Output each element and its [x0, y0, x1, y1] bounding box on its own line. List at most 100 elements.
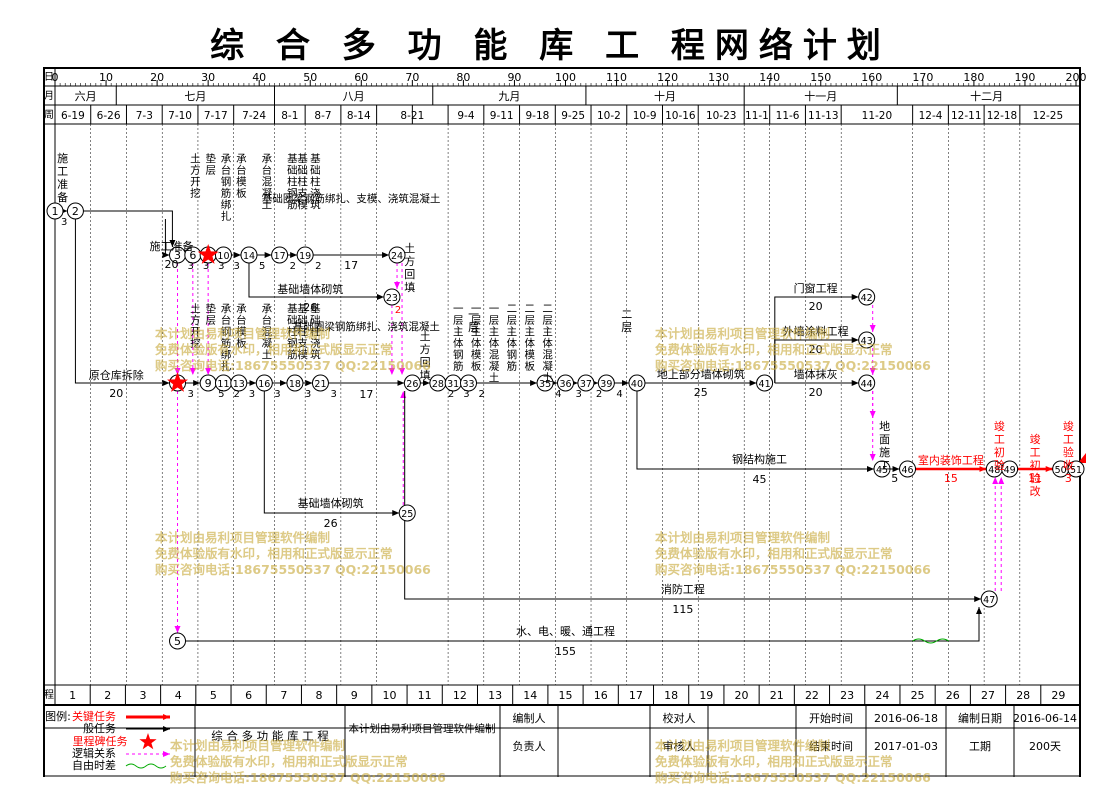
week-label: 8-14 [347, 110, 371, 122]
vertical-char: 础 [287, 165, 298, 177]
node-number: 43 [861, 336, 873, 347]
vertical-char: 层 [621, 321, 632, 334]
arrow-14-23 [248, 263, 384, 300]
vertical-char: 模 [236, 326, 247, 338]
week-label: 10-16 [665, 110, 696, 122]
month-row-label: 月 [44, 90, 54, 102]
legend-label: 图例: [45, 709, 71, 723]
node-circle [597, 374, 615, 392]
small-duration: 3 [188, 389, 194, 400]
task-label: 门窗工程 [794, 281, 838, 295]
vertical-char: 承 [221, 153, 232, 165]
page-title: 综 合 多 功 能 库 工 程网络计划 [210, 26, 891, 66]
footer-date-value: 2016-06-14 [1013, 712, 1077, 725]
node-25: 25 [398, 504, 416, 522]
vertical-char: 台 [262, 314, 273, 327]
node-number: 16 [258, 379, 270, 390]
vertical-char: 浇 [310, 337, 321, 350]
vertical-char: 土 [542, 371, 553, 384]
small-duration: 2 [233, 389, 239, 400]
task-label: 水、电、暖、通工程 [516, 625, 615, 638]
node-51: 51 [1067, 460, 1085, 478]
small-duration: 4 [616, 389, 622, 400]
vertical-char: 柱 [287, 325, 298, 338]
week-label: 8-7 [314, 110, 331, 122]
scale-tick: 20 [150, 71, 164, 84]
scale-tick: 70 [405, 71, 419, 84]
vertical-char: 台 [236, 164, 247, 177]
vertical-char: 方 [190, 314, 201, 327]
vertical-char: 地 [879, 420, 890, 433]
vertical-char: 层 [542, 315, 553, 327]
vertical-char: 土 [489, 371, 500, 384]
vertical-char: 台 [262, 164, 273, 177]
legend-normal: 一般任务 [72, 722, 116, 735]
vertical-char: 一 [453, 303, 464, 315]
vertical-char: 凝 [262, 188, 273, 200]
vertical-char: 层 [525, 315, 536, 327]
node-number: 3 [174, 249, 181, 262]
footer-start-label: 开始时间 [809, 711, 853, 725]
scale-tick: 110 [606, 71, 627, 84]
vertical-char: 台 [236, 314, 247, 327]
vertical-char: 承 [236, 303, 247, 315]
week-label: 12-4 [919, 110, 943, 122]
node-circle [628, 374, 646, 392]
vertical-char: 础 [310, 315, 321, 327]
bottom-scale-label: 16 [594, 689, 608, 702]
small-duration: 3 [463, 389, 469, 400]
task-label: 外墙涂料工程 [783, 324, 849, 338]
node-number: 26 [406, 379, 418, 390]
scale-tick: 50 [303, 71, 317, 84]
vertical-char: 基 [297, 152, 308, 165]
scale-tick: 60 [354, 71, 368, 84]
small-duration: 3 [203, 261, 209, 272]
small-duration: 3 [576, 389, 582, 400]
small-duration: 2 [596, 389, 602, 400]
node-35: 35 [536, 374, 554, 392]
vertical-char: 模 [525, 349, 536, 361]
vertical-char: 扎 [221, 210, 232, 223]
bottom-scale-label: 26 [946, 689, 960, 702]
node-number: 9 [205, 377, 212, 390]
legend-star-icon [139, 733, 157, 750]
arrow-40-45 [636, 391, 875, 472]
vertical-char: 方 [190, 164, 201, 177]
node-42: 42 [858, 288, 876, 306]
month-label: 十月 [654, 89, 676, 103]
bottom-scale-label: 7 [280, 689, 287, 702]
week-label: 8-1 [281, 110, 298, 122]
node-24: 24 [388, 246, 406, 264]
vertical-char: 钢 [287, 187, 298, 200]
bottom-scale-label: 27 [981, 689, 995, 702]
footer-reviewer-label: 校对人 [663, 711, 696, 725]
vertical-char: 板 [236, 187, 247, 200]
task-duration: 45 [752, 473, 766, 486]
vertical-char: 基 [310, 302, 321, 315]
node-5: 5 [169, 632, 187, 650]
bottom-scale-label: 14 [523, 689, 537, 702]
vertical-char: 基 [310, 152, 321, 165]
vertical-char: 混 [262, 326, 273, 338]
node-circle [296, 246, 314, 264]
node-46: 46 [899, 460, 917, 478]
week-label: 11-20 [862, 110, 893, 122]
bottom-scale-label: 10 [382, 689, 396, 702]
vertical-char: 二 [525, 303, 536, 315]
footer-period-value: 200天 [1029, 740, 1061, 753]
node-44: 44 [858, 374, 876, 392]
node-circle [286, 374, 304, 392]
arrow-26-47 [404, 391, 982, 602]
vertical-char: 方 [404, 254, 415, 268]
vertical-char: 土 [262, 198, 273, 211]
node-number: 19 [299, 251, 311, 262]
scale-row-label: 日 [44, 72, 54, 83]
